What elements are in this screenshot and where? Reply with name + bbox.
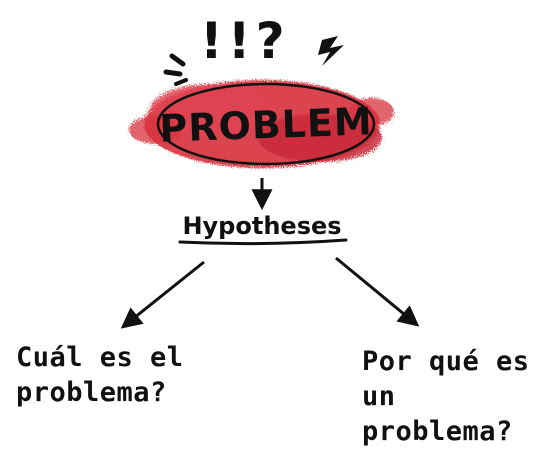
left-question-line-2: problema? [16, 377, 167, 408]
hypotheses-underline [178, 238, 348, 246]
right-question: Por qué es un problema? [362, 344, 534, 449]
arrow-to-left-question [120, 260, 205, 329]
left-question-line-1: Cuál es el [16, 342, 184, 373]
arrow-to-right-question [335, 256, 420, 327]
burst-tick-3 [174, 78, 188, 86]
hypotheses-label: Hypotheses [182, 212, 341, 240]
problem-title: PROBLEM [159, 99, 374, 150]
right-question-line-2: un [362, 381, 396, 412]
left-question: Cuál es el problema? [16, 340, 216, 410]
burst-marks: !!? [163, 12, 344, 86]
problem-outline-ellipse [156, 82, 376, 166]
right-question-line-3: problema? [362, 416, 513, 447]
burst-marks-text: !!? [200, 12, 290, 70]
burst-tick-2 [163, 69, 183, 77]
burst-tick-1 [169, 53, 186, 67]
right-question-line-1: Por qué es [362, 346, 530, 377]
red-highlight-blob [129, 80, 394, 168]
lightning-icon [318, 36, 344, 66]
